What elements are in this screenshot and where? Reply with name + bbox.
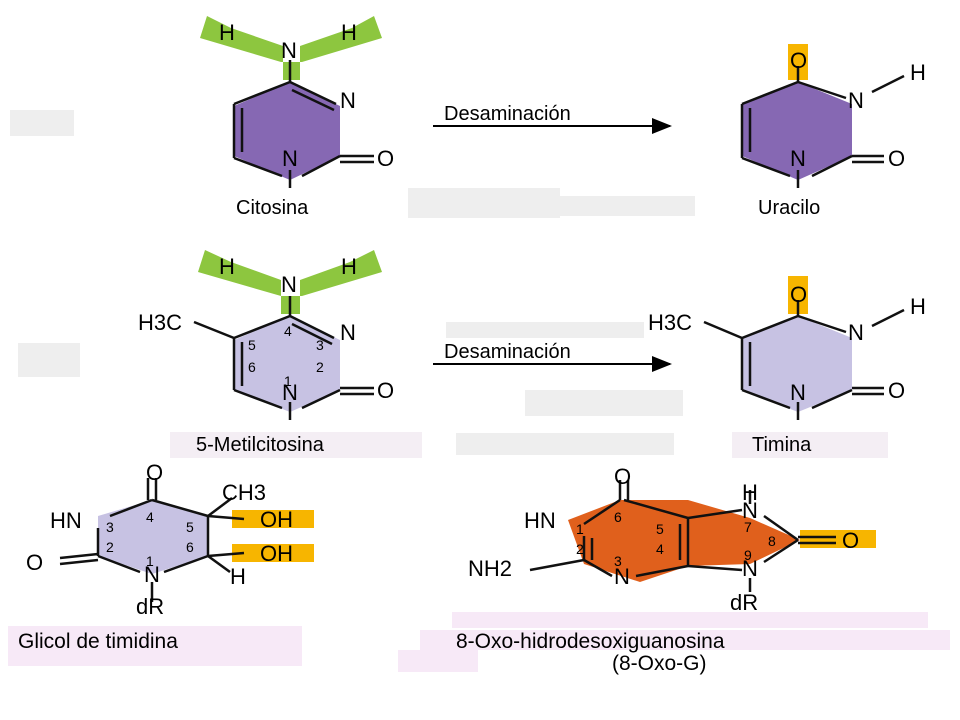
atom-h: H (910, 60, 926, 85)
atom-n7: N (742, 498, 758, 523)
ring-fill (568, 500, 800, 582)
ring-number: 4 (284, 323, 292, 339)
atom-dr: dR (136, 594, 164, 619)
atom-h-n7: H (742, 480, 758, 505)
ring-number: 1 (146, 553, 154, 569)
reaction-arrow-1: Desaminación (433, 103, 672, 134)
arrow-label: Desaminación (444, 103, 571, 125)
atom-n-ring: N (340, 88, 356, 113)
ring-number: 8 (768, 533, 776, 549)
atom-n-right: N (848, 320, 864, 345)
ring-number: 6 (186, 539, 194, 555)
atom-o-top: O (790, 282, 807, 307)
atom-h-left: H (219, 254, 235, 279)
ring-number: 3 (316, 337, 324, 353)
ring-number: 2 (576, 541, 584, 557)
ring-number: 3 (614, 553, 622, 569)
atom-h: H (230, 564, 246, 589)
atom-methyl: H3C (138, 310, 182, 335)
atom-oh-bottom: OH (260, 541, 293, 566)
ring-number: 2 (106, 539, 114, 555)
ring-number: 5 (186, 519, 194, 535)
atom-n-ring: N (340, 320, 356, 345)
atom-h-right: H (341, 20, 357, 45)
atom-n-bottom: N (790, 380, 806, 405)
ring-number: 4 (656, 541, 664, 557)
atom-n: N (144, 562, 160, 587)
ring-number: 1 (576, 521, 584, 537)
atom-h-right: H (341, 254, 357, 279)
oxo-highlight (788, 44, 808, 80)
molecule-oxo-g: O H N HN NH2 N N O dR 6 1 5 7 8 2 4 3 9 … (398, 464, 950, 675)
ring-fill (742, 316, 852, 412)
ring-number: 6 (248, 359, 256, 375)
atom-n-bottom: N (282, 380, 298, 405)
atom-o-left: O (26, 550, 43, 575)
ring-number: 5 (656, 521, 664, 537)
ring-number: 3 (106, 519, 114, 535)
molecule-name-line2: (8-Oxo-G) (612, 652, 707, 675)
atom-n-bottom: N (282, 146, 298, 171)
molecule-glicol: O CH3 HN OH OH O N H dR 4 3 5 2 6 1 Glic… (8, 460, 314, 666)
atom-oh-top: OH (260, 507, 293, 532)
molecule-name: Glicol de timidina (18, 630, 178, 653)
atom-o: O (888, 378, 905, 403)
atom-n-bottom: N (790, 146, 806, 171)
atom-methyl: H3C (648, 310, 692, 335)
ring-number: 9 (744, 547, 752, 563)
ring-number: 1 (284, 373, 292, 389)
atom-o-right: O (842, 528, 859, 553)
molecule-name: Uracilo (758, 197, 820, 219)
ring-number: 5 (248, 337, 256, 353)
molecule-citosina: H N H N N O Citosina (200, 16, 394, 219)
arrow-label: Desaminación (444, 341, 571, 363)
atom-o: O (377, 146, 394, 171)
atom-n3: N (614, 564, 630, 589)
reaction-arrow-2: Desaminación (433, 341, 672, 372)
ring-number: 7 (744, 519, 752, 535)
oh-highlight-top (232, 510, 314, 528)
atom-o: O (888, 146, 905, 171)
molecule-timina: O H3C N H N O Timina (648, 276, 926, 458)
molecule-uracilo: O N H N O Uracilo (740, 44, 926, 219)
background-patches (10, 110, 695, 455)
ring-number: 4 (146, 509, 154, 525)
atom-o: O (377, 378, 394, 403)
molecule-name: Citosina (236, 197, 309, 219)
atom-h-left: H (219, 20, 235, 45)
atom-o-top: O (614, 464, 631, 489)
oxo-highlight (788, 276, 808, 314)
ring-fill (234, 82, 340, 180)
molecule-name: 5-Metilcitosina (196, 434, 325, 456)
ring-fill (234, 316, 340, 412)
molecule-name-line1: 8-Oxo-hidrodesoxiguanosina (456, 630, 725, 653)
atom-o-top: O (146, 460, 163, 485)
atom-hn1: HN (524, 508, 556, 533)
atom-n9: N (742, 556, 758, 581)
atom-n-amino: N (281, 38, 297, 63)
ring-number: 2 (316, 359, 324, 375)
molecule-name: Timina (752, 434, 812, 456)
atom-ch3: CH3 (222, 480, 266, 505)
ring-fill (742, 82, 852, 180)
atom-n-right: N (848, 88, 864, 113)
atom-n-amino: N (281, 272, 297, 297)
atom-dr: dR (730, 590, 758, 615)
ring-number: 6 (614, 509, 622, 525)
molecule-metilcitosina: H N H H3C N N O 4 3 5 6 2 1 5-Metilcitos… (138, 250, 422, 458)
atom-h: H (910, 294, 926, 319)
oxo-highlight (800, 530, 876, 548)
oh-highlight-bottom (232, 544, 314, 562)
atom-hn: HN (50, 508, 82, 533)
ring-fill (98, 500, 208, 574)
atom-nh2: NH2 (468, 556, 512, 581)
atom-o-top: O (790, 48, 807, 73)
